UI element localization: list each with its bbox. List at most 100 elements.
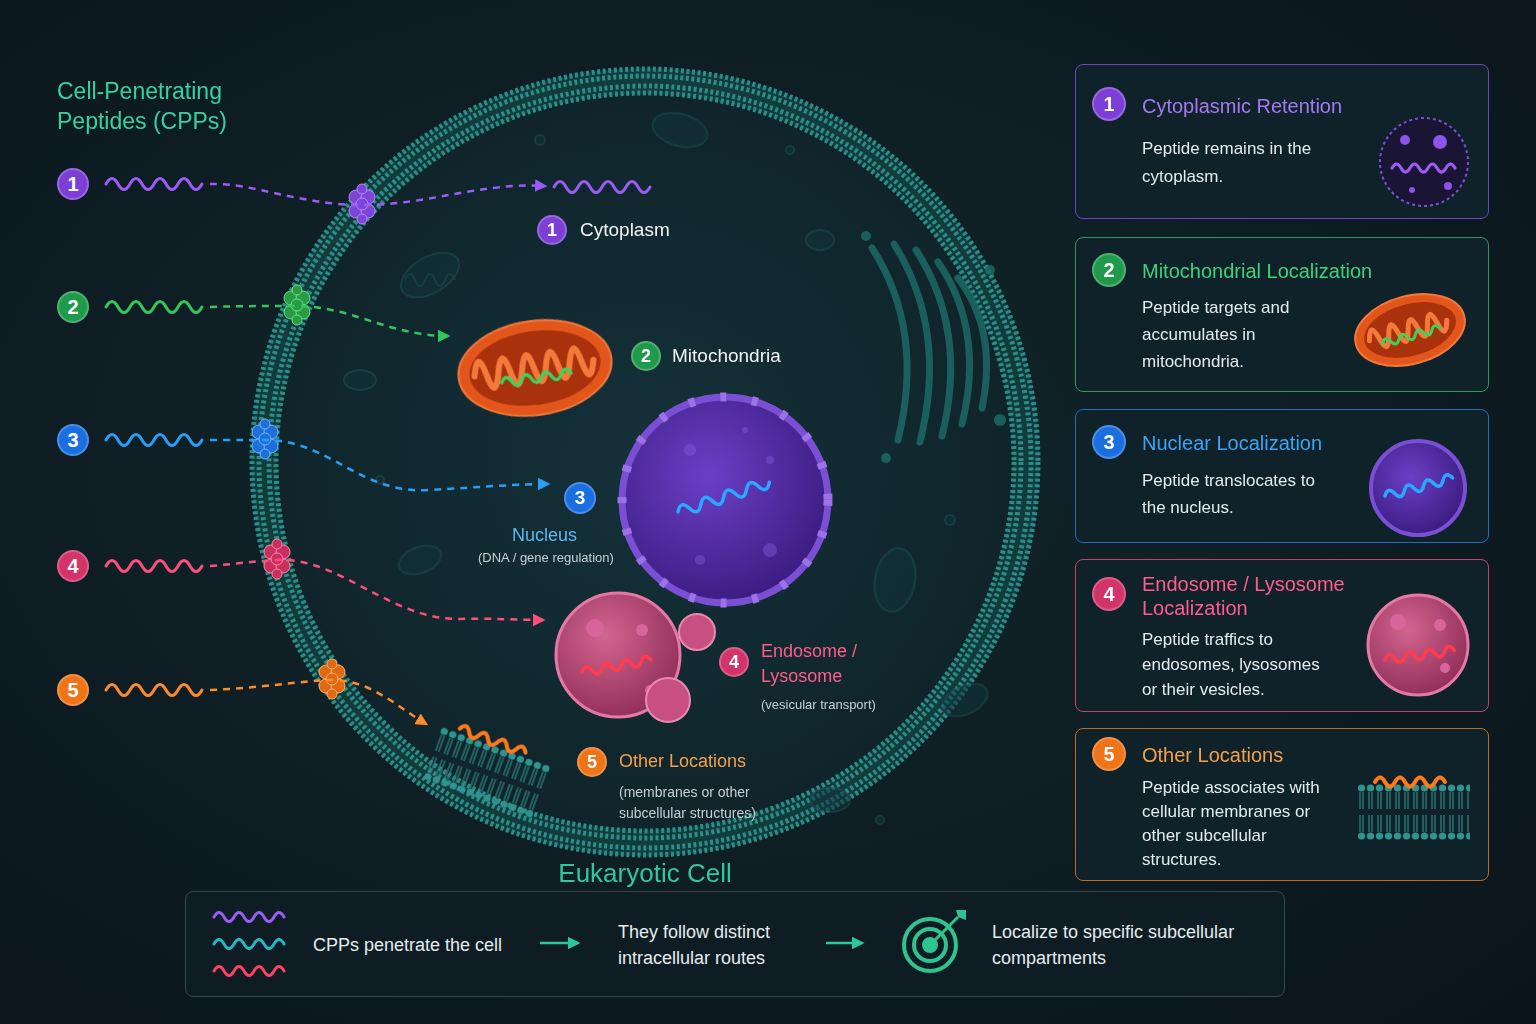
background-organelles — [344, 107, 993, 824]
info-card: Endosome / Lysosome LocalizationPeptide … — [1075, 559, 1489, 712]
golgi-stack — [994, 414, 1006, 426]
golgi-stack — [985, 265, 995, 275]
card-icon — [1347, 283, 1473, 378]
background-organelles — [937, 677, 992, 723]
card-icon — [1440, 663, 1450, 673]
summary-icons — [214, 967, 284, 976]
cell-body: Eukaryotic Cell — [253, 70, 1037, 854]
mitochondrion — [501, 369, 572, 388]
region-label: Endosome / Lysosome — [761, 639, 871, 689]
callout-number: 5 — [577, 747, 607, 777]
summary-icons — [214, 910, 966, 976]
summary-icons — [956, 910, 966, 920]
background-organelles — [535, 135, 545, 145]
callout-number: 2 — [57, 291, 89, 323]
summary-icons — [214, 913, 284, 922]
summary-icons — [540, 942, 578, 945]
card-icon — [1371, 441, 1465, 535]
card-icon — [1384, 474, 1454, 501]
nucleus — [622, 397, 828, 603]
golgi-stack — [894, 244, 930, 442]
peptide-chain — [106, 179, 202, 190]
background-organelles — [945, 515, 955, 525]
panel-fills — [1075, 64, 1489, 219]
endosome — [679, 614, 715, 650]
cell-membrane — [269, 86, 1021, 838]
card-body: Peptide targets and accumulates in mitoc… — [1142, 294, 1327, 375]
golgi-stack — [958, 278, 987, 408]
nucleus — [742, 427, 748, 433]
info-card: Cytoplasmic RetentionPeptide remains in … — [1075, 64, 1489, 219]
background-organelles — [395, 540, 445, 579]
nucleus — [676, 477, 771, 517]
golgi-stack — [881, 453, 891, 463]
callout-number: 5 — [57, 674, 89, 706]
card-heading: Mitochondrial Localization — [1142, 259, 1472, 283]
nucleus — [684, 444, 696, 456]
membrane-proteins — [252, 184, 375, 699]
background-organelles — [870, 545, 921, 615]
background-organelles — [344, 370, 376, 390]
background-organelles — [405, 274, 455, 286]
route-arrow — [210, 184, 548, 724]
card-icon — [1368, 595, 1468, 695]
background-organelles — [876, 816, 884, 824]
mitochondrion — [452, 311, 618, 426]
route-arrow — [210, 560, 543, 620]
card-icon — [1347, 283, 1473, 378]
card-icon — [1390, 614, 1406, 630]
callout-number: 1 — [1092, 87, 1126, 121]
endosome — [636, 624, 648, 636]
card-icon — [1433, 135, 1447, 149]
cell-membrane — [264, 81, 1026, 843]
cell-membrane — [252, 69, 1038, 855]
card-body: Peptide traffics to endosomes, lysosomes… — [1142, 627, 1332, 702]
route-arrow — [210, 440, 548, 490]
route-arrow — [210, 184, 545, 205]
info-card: Mitochondrial LocalizationPeptide target… — [1075, 237, 1489, 392]
card-icon — [1382, 324, 1441, 347]
callout-number: 1 — [537, 215, 567, 245]
callout-number: 3 — [1092, 425, 1126, 459]
callout-number: 5 — [1092, 737, 1126, 771]
region-label: (membranes or other subcellular structur… — [619, 782, 789, 824]
card-icon — [1409, 187, 1415, 193]
nucleus — [684, 427, 777, 565]
mitochondrion — [473, 346, 596, 390]
summary-icons — [214, 940, 284, 949]
summary-icons — [932, 917, 958, 943]
peptide-chain — [106, 179, 650, 696]
background-organelles — [393, 243, 466, 306]
panel-fills — [185, 891, 1285, 997]
panel-fills — [185, 64, 1489, 997]
membrane-patch — [458, 724, 527, 756]
card-icon — [1380, 118, 1468, 206]
callout-number: 2 — [1092, 253, 1126, 287]
cell-membrane — [252, 69, 1038, 855]
callout-number: 3 — [564, 482, 596, 514]
summary-icons — [826, 942, 862, 945]
peptide-chain — [106, 302, 202, 313]
region-label: Mitochondria — [672, 344, 781, 368]
region-label: Nucleus — [512, 524, 577, 547]
card-icon — [1392, 164, 1455, 172]
peptide-chain — [106, 685, 202, 696]
background-organelles — [649, 107, 711, 152]
golgi-stack — [861, 231, 871, 241]
panel-fills — [1075, 559, 1489, 712]
card-icon — [1375, 778, 1445, 787]
callout-number: 1 — [57, 168, 89, 200]
peptide-chain — [554, 182, 650, 193]
card-body: Peptide remains in the cytoplasm. — [1142, 135, 1317, 191]
nucleus — [622, 397, 828, 603]
summary-step: They follow distinct intracellular route… — [618, 919, 818, 971]
endosome — [646, 678, 690, 722]
cell-membrane — [276, 93, 1014, 831]
mitochondrion — [452, 311, 618, 426]
background-organelles — [806, 230, 834, 250]
peptide-chain — [106, 435, 202, 446]
region-label: Cytoplasm — [580, 218, 670, 242]
callout-number: 4 — [1092, 577, 1126, 611]
